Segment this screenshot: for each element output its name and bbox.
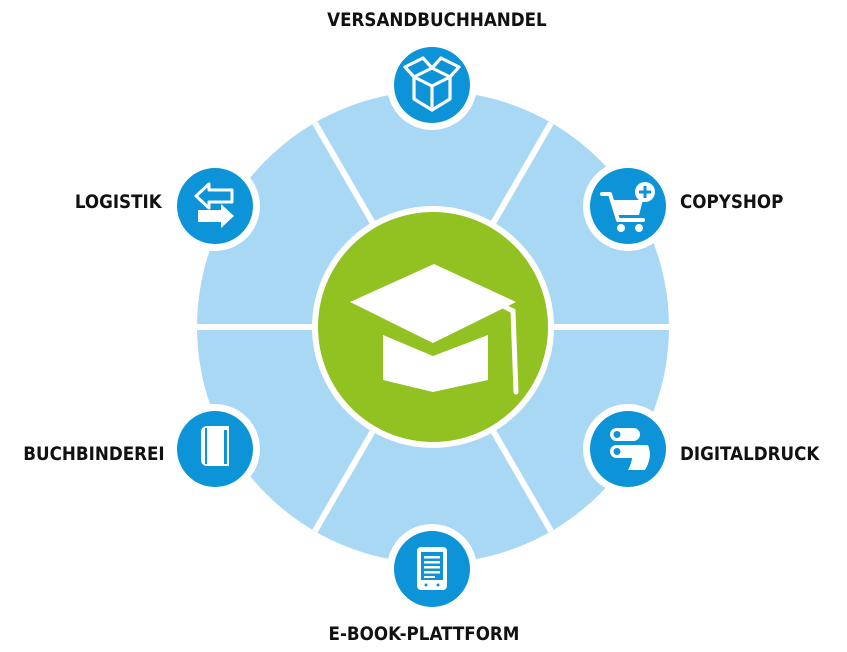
- node-e-book-plattform: [387, 524, 477, 614]
- node-buchbinderei: [170, 404, 260, 494]
- node-copyshop: [583, 161, 673, 251]
- ereader-icon: [417, 547, 447, 590]
- shopping-cart-add-icon: [600, 182, 655, 232]
- node-digitaldruck: [583, 404, 673, 494]
- label-logistik: LOGISTIK: [75, 191, 162, 213]
- print-rollers-icon: [610, 428, 650, 470]
- node-logistik: [170, 161, 260, 251]
- label-buchbinderei: BUCHBINDEREI: [23, 443, 165, 465]
- label-digitaldruck: DIGITALDRUCK: [680, 443, 820, 465]
- graduation-cap-icon: [350, 264, 519, 395]
- node-versandbuchhandel: [387, 40, 477, 130]
- label-copyshop: COPYSHOP: [680, 191, 784, 213]
- book-icon: [201, 426, 229, 466]
- label-versandbuchhandel: VERSANDBUCHHANDEL: [327, 9, 547, 31]
- exchange-arrows-icon: [194, 182, 234, 228]
- open-box-icon: [403, 56, 461, 112]
- label-e-book-plattform: E-BOOK-PLATTFORM: [328, 623, 520, 645]
- hub: [312, 206, 554, 448]
